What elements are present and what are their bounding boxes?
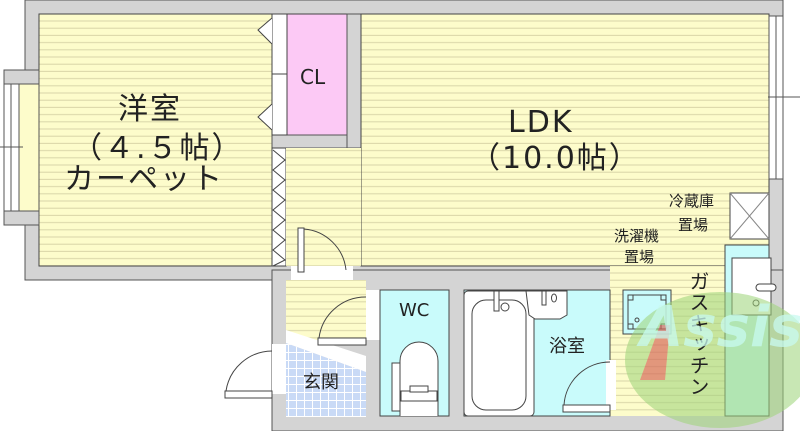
- ldk-size: （10.0帖）: [470, 141, 641, 176]
- folding-partition: [271, 147, 287, 267]
- western-room-flooring: カーペット: [64, 162, 224, 197]
- ldk-floor-lower: [286, 148, 361, 266]
- western-room-size: （４.５帖）: [72, 131, 244, 166]
- watermark-text: Assist: [640, 295, 800, 360]
- ldk-floor: [360, 13, 770, 267]
- wc-door: [317, 290, 380, 346]
- washer-space-line1: 洗濯機: [614, 227, 660, 245]
- closet-label: CL: [300, 65, 326, 89]
- bathroom-label: 浴室: [549, 336, 585, 357]
- left-window: [0, 69, 40, 226]
- entrance-label: 玄関: [303, 372, 339, 393]
- closet-doors: [257, 13, 288, 136]
- entrance-door: [224, 344, 286, 399]
- right-window: [768, 15, 800, 180]
- western-room-name: 洋室: [118, 92, 182, 127]
- washer-space-line2: 置場: [624, 248, 655, 266]
- fridge-space-line1: 冷蔵庫: [669, 192, 715, 210]
- hall-door: [291, 227, 353, 280]
- toilet-label: WC: [399, 300, 430, 321]
- ldk-name: LDK: [508, 105, 574, 140]
- hallway-floor: [286, 280, 366, 340]
- kitchen-label: ガスキッチン: [686, 271, 710, 397]
- bathtub-icon: [463, 290, 568, 417]
- assist-watermark: [625, 292, 800, 428]
- fridge-space-line2: 置場: [678, 216, 709, 234]
- bathroom-door: [562, 360, 616, 413]
- toilet-icon: [391, 341, 439, 416]
- fridge-space: [729, 192, 770, 240]
- entrance-floor: [286, 343, 366, 417]
